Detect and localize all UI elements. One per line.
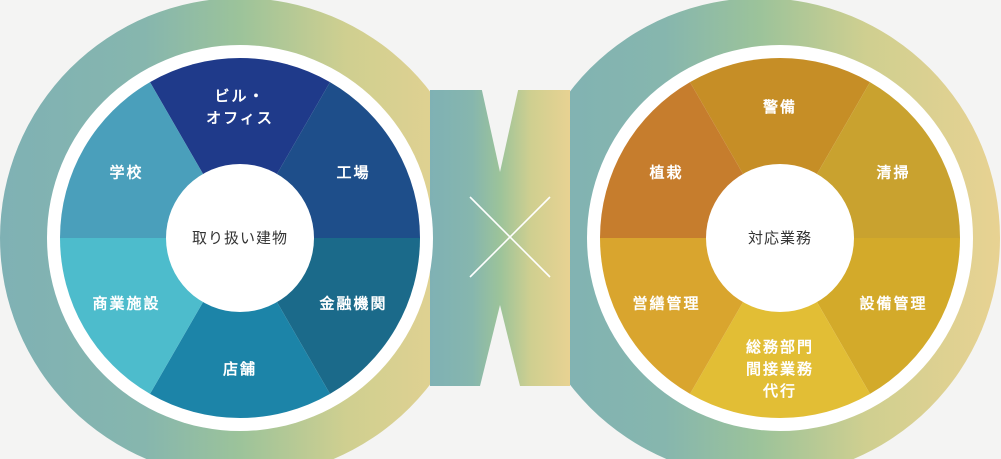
left-segment-3 [150,238,330,418]
left-segment-label-0-1: オフィス [206,109,274,127]
left-segment-label-0-0: ビル・ [214,87,265,105]
left-segment-label-5-0: 学校 [110,164,144,182]
ring-bridge [430,90,570,386]
right-segment-label-3-2: 代行 [762,382,797,400]
right-wheel-hub [706,164,854,312]
left-segment-label-1-0: 工場 [336,164,370,182]
right-wheel-center-label: 対応業務 [748,229,812,247]
right-segment-label-3-1: 間接業務 [746,360,814,378]
left-wheel-center-label: 取り扱い建物 [192,229,288,247]
left-segment-label-4-0: 商業施設 [93,295,161,313]
right-segment-label-5-0: 植栽 [650,164,684,182]
right-segment-label-1-0: 清掃 [876,164,910,182]
right-segment-label-2-0: 設備管理 [859,295,927,313]
left-wheel-hub [166,164,314,312]
left-segment-label-3-0: 店舗 [223,360,257,378]
right-segment-label-4-0: 営繕管理 [633,295,701,313]
left-segment-label-2-0: 金融機関 [318,295,387,313]
left-segment-0 [150,57,330,238]
right-segment-0 [690,57,870,238]
right-segment-label-0-0: 警備 [762,98,797,116]
times-cross-icon [469,196,551,278]
right-segment-3 [690,238,870,418]
right-segment-label-3-0: 総務部門 [746,338,814,356]
